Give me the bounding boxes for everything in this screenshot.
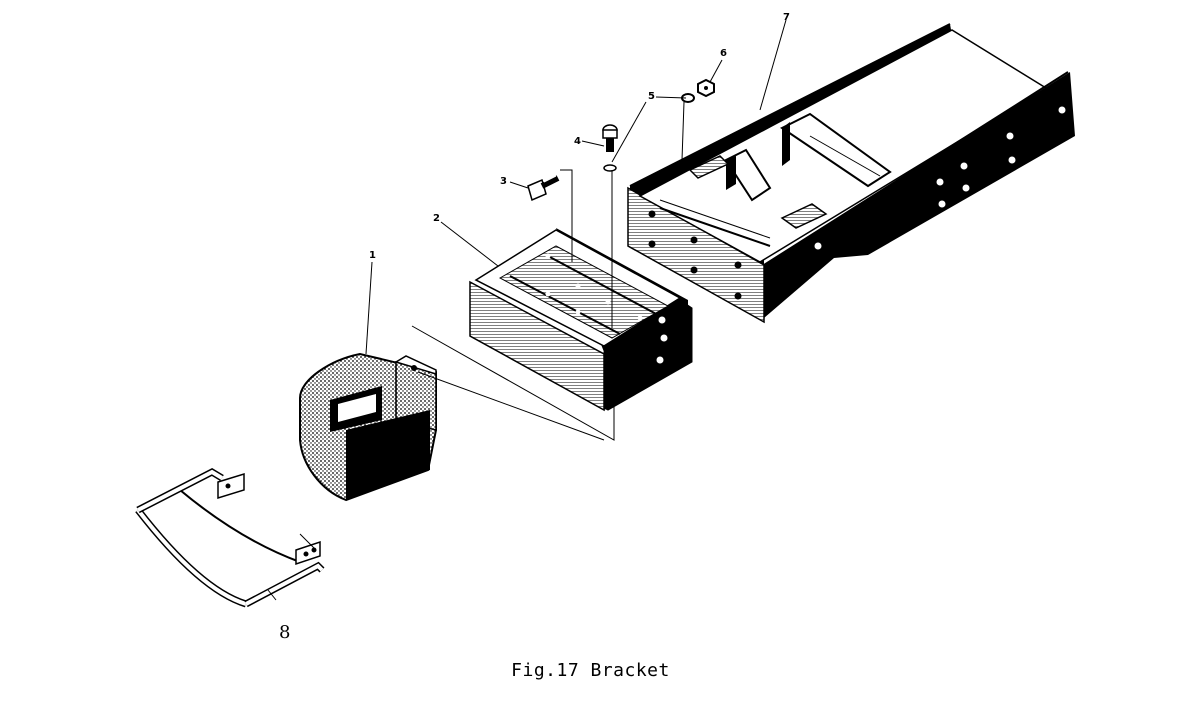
callout-6: 6 xyxy=(720,48,727,59)
callout-1: 1 xyxy=(369,250,376,261)
callout-4: 4 xyxy=(574,136,581,147)
callout-8: 8 xyxy=(279,622,290,643)
callout-5: 5 xyxy=(648,91,655,102)
callout-2: 2 xyxy=(433,213,440,224)
figure-caption: Fig.17 Bracket xyxy=(511,660,670,681)
bolt-part-3 xyxy=(527,175,560,202)
assembly-lines xyxy=(411,101,685,441)
counterweight-part-1 xyxy=(299,352,437,502)
box-bracket-part-2 xyxy=(469,228,693,412)
frame-part-7 xyxy=(627,23,1075,324)
callout-leaders xyxy=(267,19,787,601)
guard-part-8 xyxy=(135,467,325,608)
callout-labels: 1 2 3 4 5 6 7 8 xyxy=(279,12,790,643)
bolt-part-4 xyxy=(602,124,618,172)
callout-7: 7 xyxy=(783,12,790,23)
callout-3: 3 xyxy=(500,176,507,187)
nut-part-6 xyxy=(697,78,715,98)
